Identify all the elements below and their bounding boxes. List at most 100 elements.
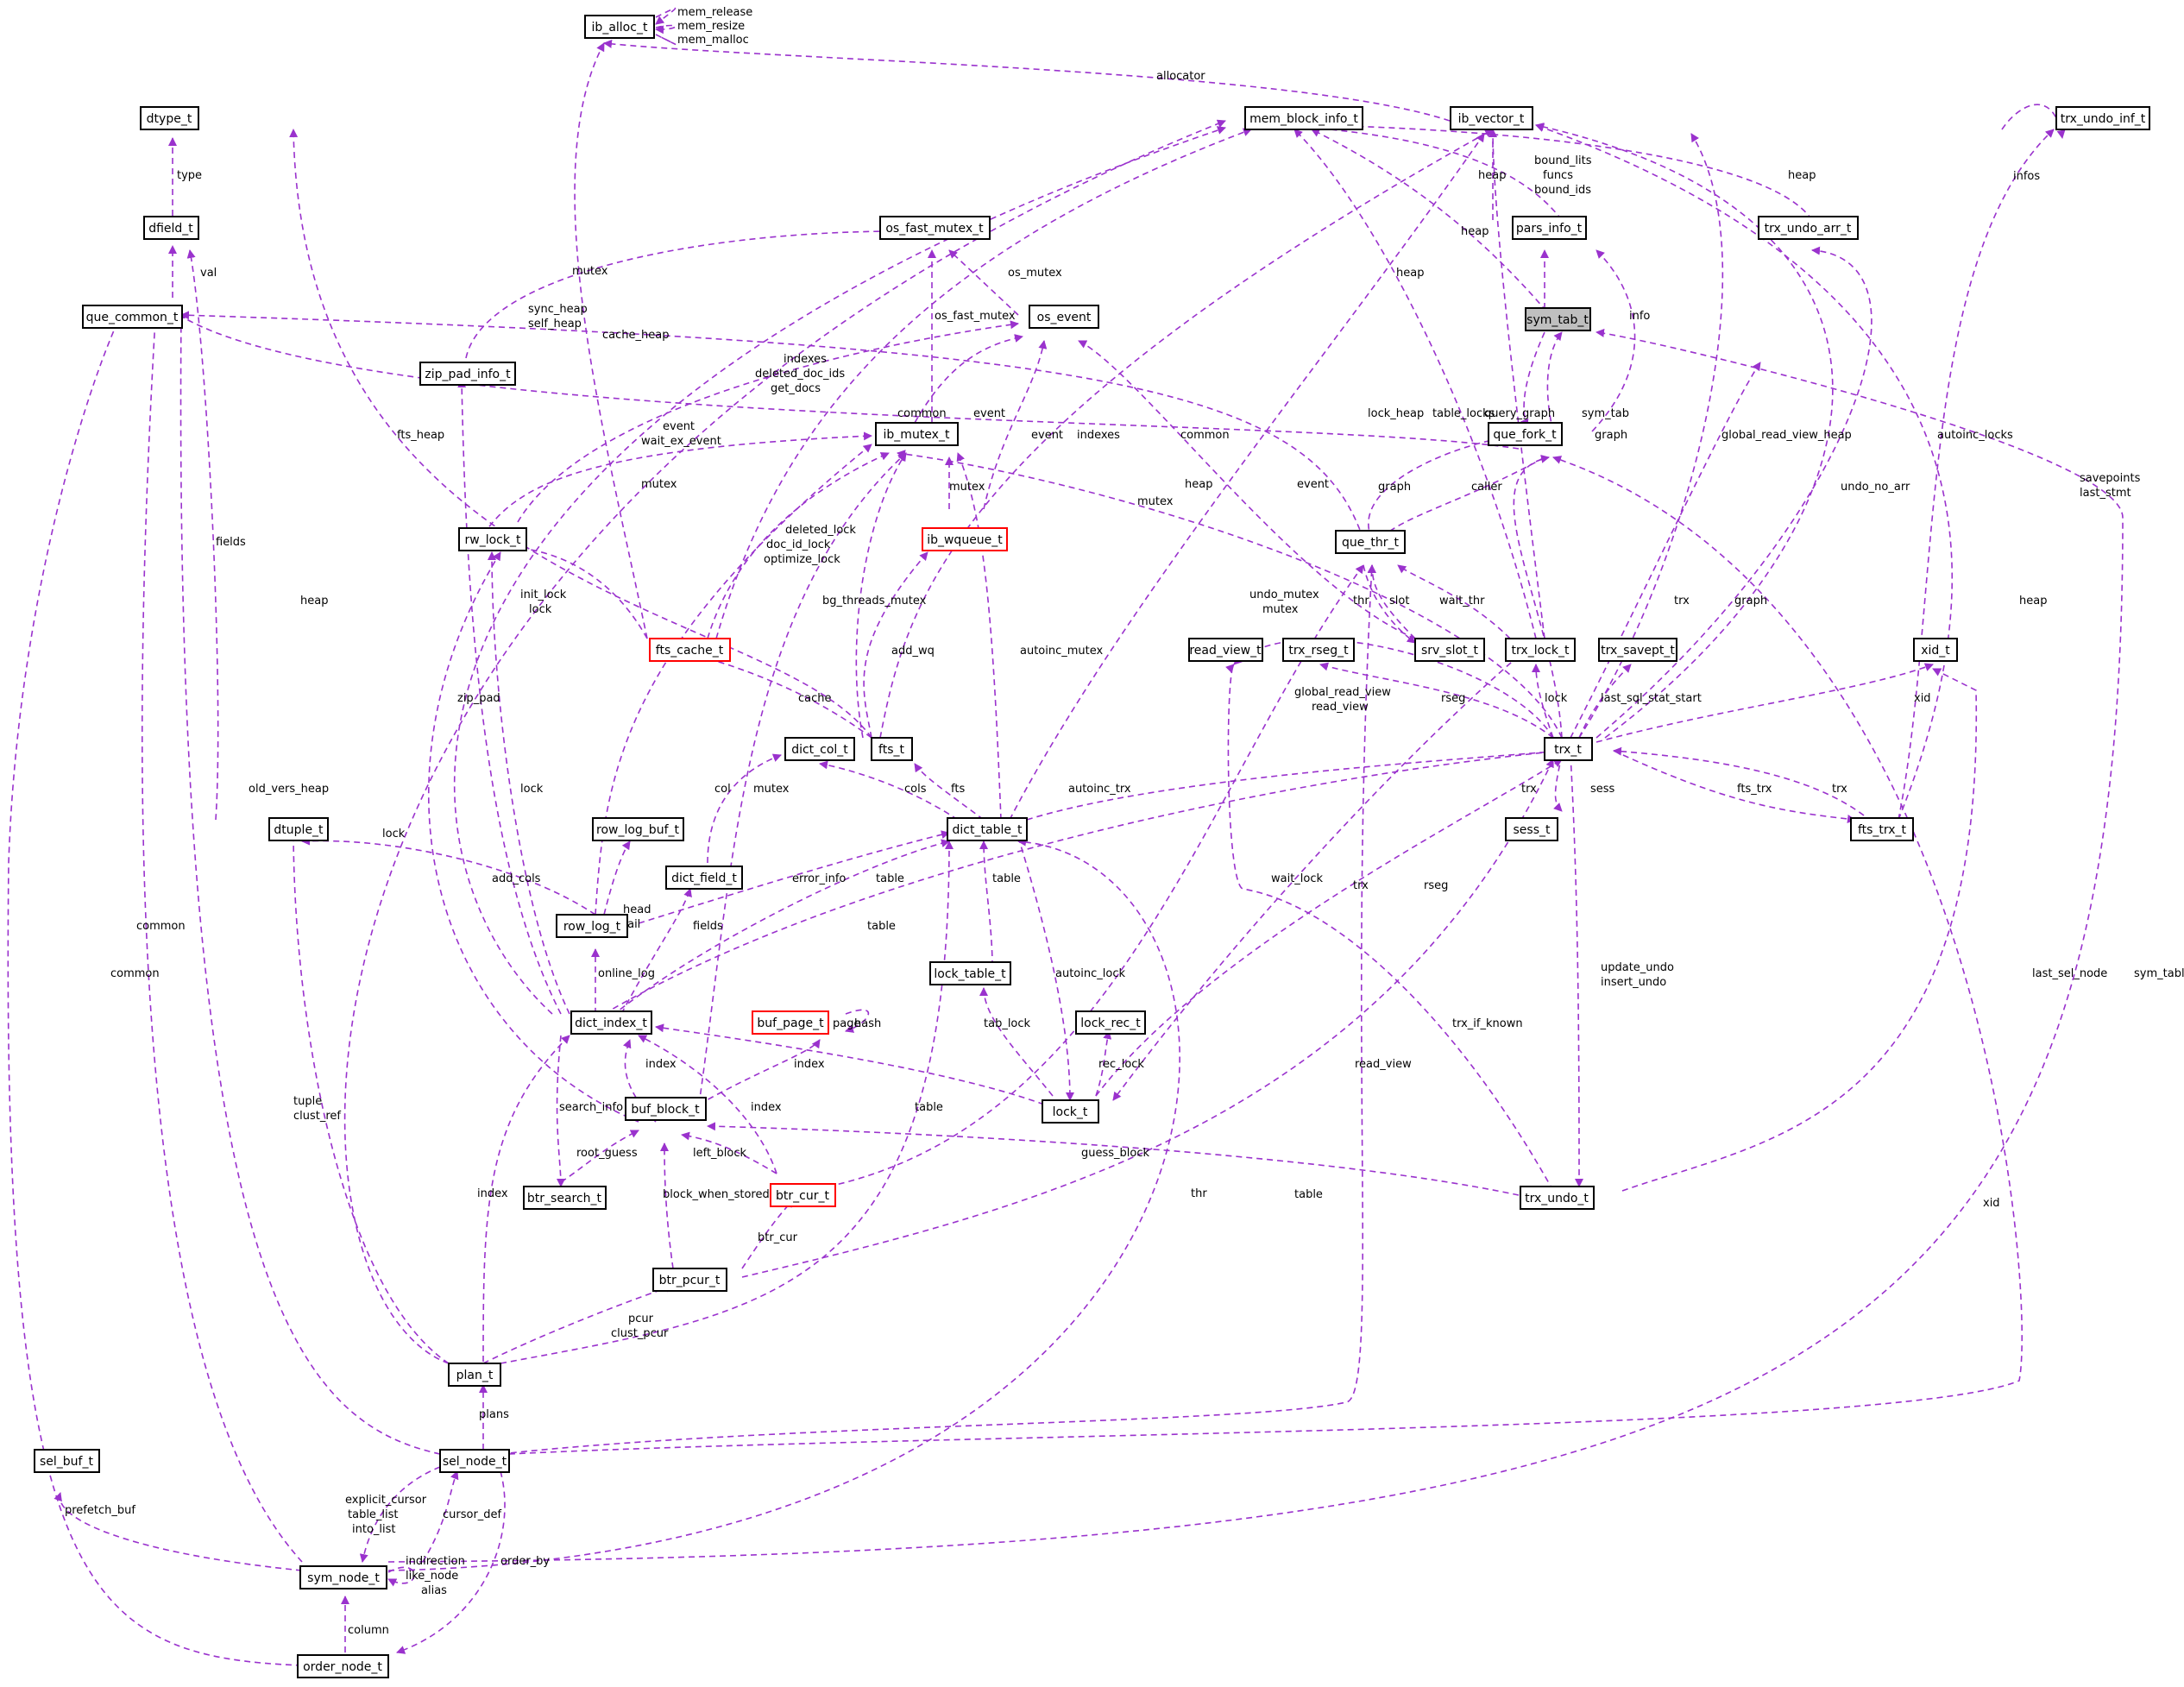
- node-btr-search-t[interactable]: btr_search_t: [523, 1186, 607, 1210]
- node-trx-rseg-t[interactable]: trx_rseg_t: [1282, 638, 1355, 662]
- edge-label: infos: [2013, 170, 2040, 183]
- edge-order-by: [396, 1470, 506, 1654]
- node-ib-mutex-t[interactable]: ib_mutex_t: [875, 422, 959, 446]
- node-btr-cur-t[interactable]: btr_cur_t: [770, 1183, 836, 1207]
- node-label: trx_savept_t: [1601, 644, 1675, 658]
- edge-mem-release: [655, 7, 677, 25]
- node-label: sel_node_t: [443, 1455, 507, 1469]
- edge-label: global_read_view_heap: [1721, 429, 1852, 442]
- node-buf-block-t[interactable]: buf_block_t: [625, 1097, 707, 1121]
- node-fts-trx-t[interactable]: fts_trx_t: [1850, 817, 1914, 841]
- edge-label: update_undo: [1601, 961, 1674, 974]
- node-fts-t[interactable]: fts_t: [871, 737, 913, 761]
- edge-label: left_block: [693, 1147, 747, 1160]
- node-trx-t[interactable]: trx_t: [1544, 737, 1593, 761]
- edge-fts-heap: [289, 129, 872, 739]
- node-ib-wqueue-t[interactable]: ib_wqueue_t: [922, 527, 1008, 551]
- node-srv-slot-t[interactable]: srv_slot_t: [1414, 638, 1485, 662]
- edge-label: table_list: [348, 1508, 399, 1521]
- edge-label: heap: [1185, 478, 1212, 491]
- node-order-node-t[interactable]: order_node_t: [297, 1654, 389, 1678]
- node-btr-pcur-t[interactable]: btr_pcur_t: [652, 1268, 727, 1292]
- node-trx-savept-t[interactable]: trx_savept_t: [1598, 638, 1677, 662]
- node-sel-node-t[interactable]: sel_node_t: [439, 1449, 510, 1473]
- node-label: trx_rseg_t: [1288, 644, 1349, 658]
- node-dtype-t[interactable]: dtype_t: [140, 106, 199, 130]
- node-que-common-t[interactable]: que_common_t: [82, 305, 183, 329]
- edge-label: autoinc_mutex: [1020, 645, 1104, 658]
- node-lock-t[interactable]: lock_t: [1042, 1099, 1099, 1124]
- edge-tab-lock: [979, 987, 1054, 1097]
- node-label: que_fork_t: [1493, 428, 1557, 442]
- node-trx-lock-t[interactable]: trx_lock_t: [1505, 638, 1576, 662]
- edge-fts-trx-heap: [1535, 123, 1954, 821]
- node-trx-undo-t[interactable]: trx_undo_t: [1520, 1186, 1595, 1210]
- node-read-view-t[interactable]: read_view_t: [1188, 638, 1263, 662]
- edge-label: bg_threads_mutex: [822, 595, 927, 607]
- node-plan-t[interactable]: plan_t: [448, 1363, 501, 1387]
- edge-dfields: [186, 249, 219, 821]
- node-label: ib_vector_t: [1458, 112, 1525, 126]
- node-rw-lock-t[interactable]: rw_lock_t: [458, 527, 527, 551]
- node-label: srv_slot_t: [1421, 644, 1479, 658]
- node-dfield-t[interactable]: dfield_t: [143, 216, 199, 240]
- edge-label: common: [136, 920, 186, 933]
- node-dtuple-t[interactable]: dtuple_t: [268, 817, 329, 841]
- node-que-fork-t[interactable]: que_fork_t: [1488, 422, 1563, 446]
- node-ib-alloc-t[interactable]: ib_alloc_t: [584, 15, 655, 39]
- node-sess-t[interactable]: sess_t: [1505, 817, 1558, 841]
- edge-explicit-cursor: [359, 1466, 441, 1563]
- edge-label: mem_resize: [677, 20, 745, 33]
- edge-hash: [845, 1009, 870, 1033]
- node-xid-t[interactable]: xid_t: [1913, 638, 1958, 662]
- edge-autoinc-lock: [1017, 836, 1074, 1101]
- edge-cur-thr: [828, 564, 1364, 1187]
- node-zip-pad-info-t[interactable]: zip_pad_info_t: [419, 362, 516, 386]
- edge-label: bound_ids: [1534, 184, 1591, 197]
- node-os-fast-mutex-t[interactable]: os_fast_mutex_t: [879, 216, 991, 240]
- node-lock-table-t[interactable]: lock_table_t: [929, 961, 1011, 985]
- edge-block-mutex: [698, 452, 907, 1105]
- node-que-thr-t[interactable]: que_thr_t: [1335, 530, 1406, 554]
- node-label: trx_undo_inf_t: [2061, 112, 2146, 126]
- edge-label: heap: [1396, 267, 1424, 280]
- node-trx-undo-arr-t[interactable]: trx_undo_arr_t: [1758, 216, 1859, 240]
- edge-label: os_fast_mutex: [935, 310, 1016, 323]
- node-sym-node-t[interactable]: sym_node_t: [299, 1565, 387, 1589]
- node-label: fts_t: [878, 743, 904, 757]
- node-buf-page-t[interactable]: buf_page_t: [752, 1010, 829, 1035]
- node-dict-index-t[interactable]: dict_index_t: [570, 1010, 652, 1035]
- edge-label: trx: [1832, 783, 1847, 796]
- node-row-log-t[interactable]: row_log_t: [556, 914, 628, 938]
- edge-label: event: [1031, 429, 1063, 442]
- edge-plan-index: [482, 1035, 570, 1373]
- edge-label: cache: [798, 692, 832, 705]
- edge-index-lock: [488, 551, 570, 1015]
- node-mem-block-info-t[interactable]: mem_block_info_t: [1244, 106, 1363, 130]
- node-trx-undo-inf-t[interactable]: trx_undo_inf_t: [2055, 106, 2150, 130]
- node-row-log-buf-t[interactable]: row_log_buf_t: [592, 817, 684, 841]
- node-dict-field-t[interactable]: dict_field_t: [665, 866, 743, 890]
- edge-label: plans: [479, 1408, 509, 1421]
- edge-label: trx: [1353, 879, 1369, 892]
- node-sym-tab-t[interactable]: sym_tab_t: [1525, 307, 1591, 331]
- edge-tuple: [289, 828, 450, 1364]
- node-sel-buf-t[interactable]: sel_buf_t: [34, 1449, 100, 1473]
- node-pars-info-t[interactable]: pars_info_t: [1512, 216, 1587, 240]
- node-fts-cache-t[interactable]: fts_cache_t: [649, 638, 731, 662]
- edge-label: read_view: [1355, 1058, 1412, 1071]
- node-dict-table-t[interactable]: dict_table_t: [947, 817, 1028, 841]
- node-os-event[interactable]: os_event: [1029, 305, 1099, 329]
- node-label: os_fast_mutex_t: [885, 222, 984, 236]
- node-dict-col-t[interactable]: dict_col_t: [784, 737, 855, 761]
- edge-cache-heap: [715, 128, 1252, 639]
- node-label: row_log_buf_t: [596, 823, 679, 837]
- edge-rwlock-event: [517, 320, 1019, 523]
- node-label: read_view_t: [1189, 644, 1262, 658]
- node-ib-vector-t[interactable]: ib_vector_t: [1450, 106, 1533, 130]
- node-lock-rec-t[interactable]: lock_rec_t: [1075, 1010, 1146, 1035]
- node-label: trx_undo_arr_t: [1765, 222, 1852, 236]
- edge-label: like_node: [406, 1570, 458, 1583]
- edge-label: table: [992, 872, 1021, 885]
